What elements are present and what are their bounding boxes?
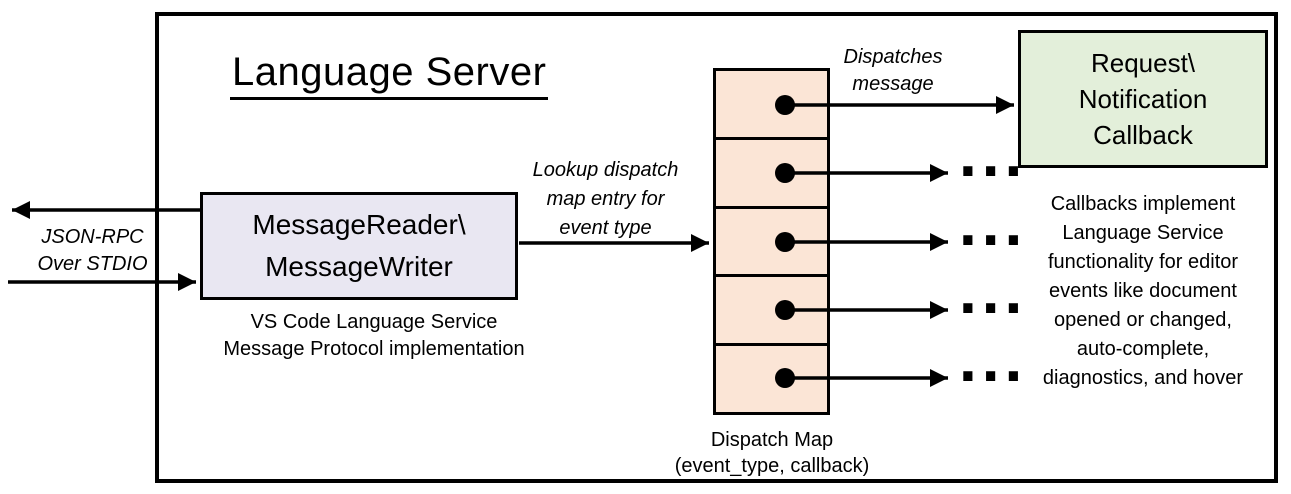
dispatches-arrow-label-line1: Dispatches: [843, 46, 943, 68]
page-title: Language Server: [230, 50, 549, 100]
dispatch-map-cell: [716, 346, 827, 412]
stdio-arrow-label-line1: JSON-RPC: [41, 226, 144, 248]
dispatch-map-box: [713, 68, 830, 415]
dispatch-map-caption: Dispatch Map (event_type, callback): [646, 427, 898, 479]
dispatch-map-cell: [716, 208, 827, 278]
callback-box-label-line1: Request\: [1090, 48, 1196, 78]
stdio-arrow-label: JSON-RPC Over STDIO: [15, 224, 170, 278]
callback-note-line: opened or changed,: [1054, 309, 1232, 331]
message-reader-label-line2: MessageWriter: [265, 251, 453, 282]
callback-note-line: functionality for editor: [1047, 251, 1239, 273]
dispatch-map-caption-line2: (event_type, callback): [674, 455, 870, 477]
dispatches-arrow-label-line2: message: [852, 73, 934, 95]
stdio-arrow-label-line2: Over STDIO: [37, 253, 148, 275]
callback-note: Callbacks implement Language Service fun…: [1000, 190, 1286, 393]
dispatch-map-cell: [716, 71, 827, 140]
dispatch-map-cell: [716, 139, 827, 209]
dispatch-map-cell: [716, 277, 827, 347]
dispatch-map-caption-line1: Dispatch Map: [710, 429, 834, 451]
ellipsis: ...: [958, 266, 1027, 326]
lookup-arrow-label-line1: Lookup dispatch: [532, 159, 679, 181]
dispatches-arrow-label: Dispatches message: [813, 44, 973, 98]
lookup-arrow-label-line3: event type: [559, 217, 652, 239]
message-reader-caption: VS Code Language Service Message Protoco…: [194, 309, 554, 363]
callback-note-line: Language Service: [1062, 222, 1224, 244]
callback-box-label-line3: Callback: [1093, 120, 1193, 150]
message-reader-writer-box: MessageReader\ MessageWriter: [200, 192, 518, 300]
ellipsis: ...: [958, 334, 1027, 394]
callback-note-line: events like document: [1049, 280, 1237, 302]
callback-note-line: Callbacks implement: [1050, 193, 1236, 215]
message-reader-caption-line2: Message Protocol implementation: [223, 338, 525, 360]
ellipsis: ...: [958, 198, 1027, 258]
request-notification-callback-box: Request\ Notification Callback: [1018, 30, 1268, 168]
lookup-arrow-label: Lookup dispatch map entry for event type: [513, 156, 698, 243]
lookup-arrow-label-line2: map entry for: [546, 188, 665, 210]
ellipsis: ...: [958, 129, 1027, 189]
callback-box-label-line2: Notification: [1078, 84, 1208, 114]
page-title-text: Language Server: [230, 50, 549, 100]
callback-note-line: auto-complete,: [1076, 338, 1210, 360]
message-reader-caption-line1: VS Code Language Service: [250, 311, 498, 333]
message-reader-label-line1: MessageReader\: [252, 209, 466, 240]
callback-note-line: diagnostics, and hover: [1042, 367, 1244, 389]
